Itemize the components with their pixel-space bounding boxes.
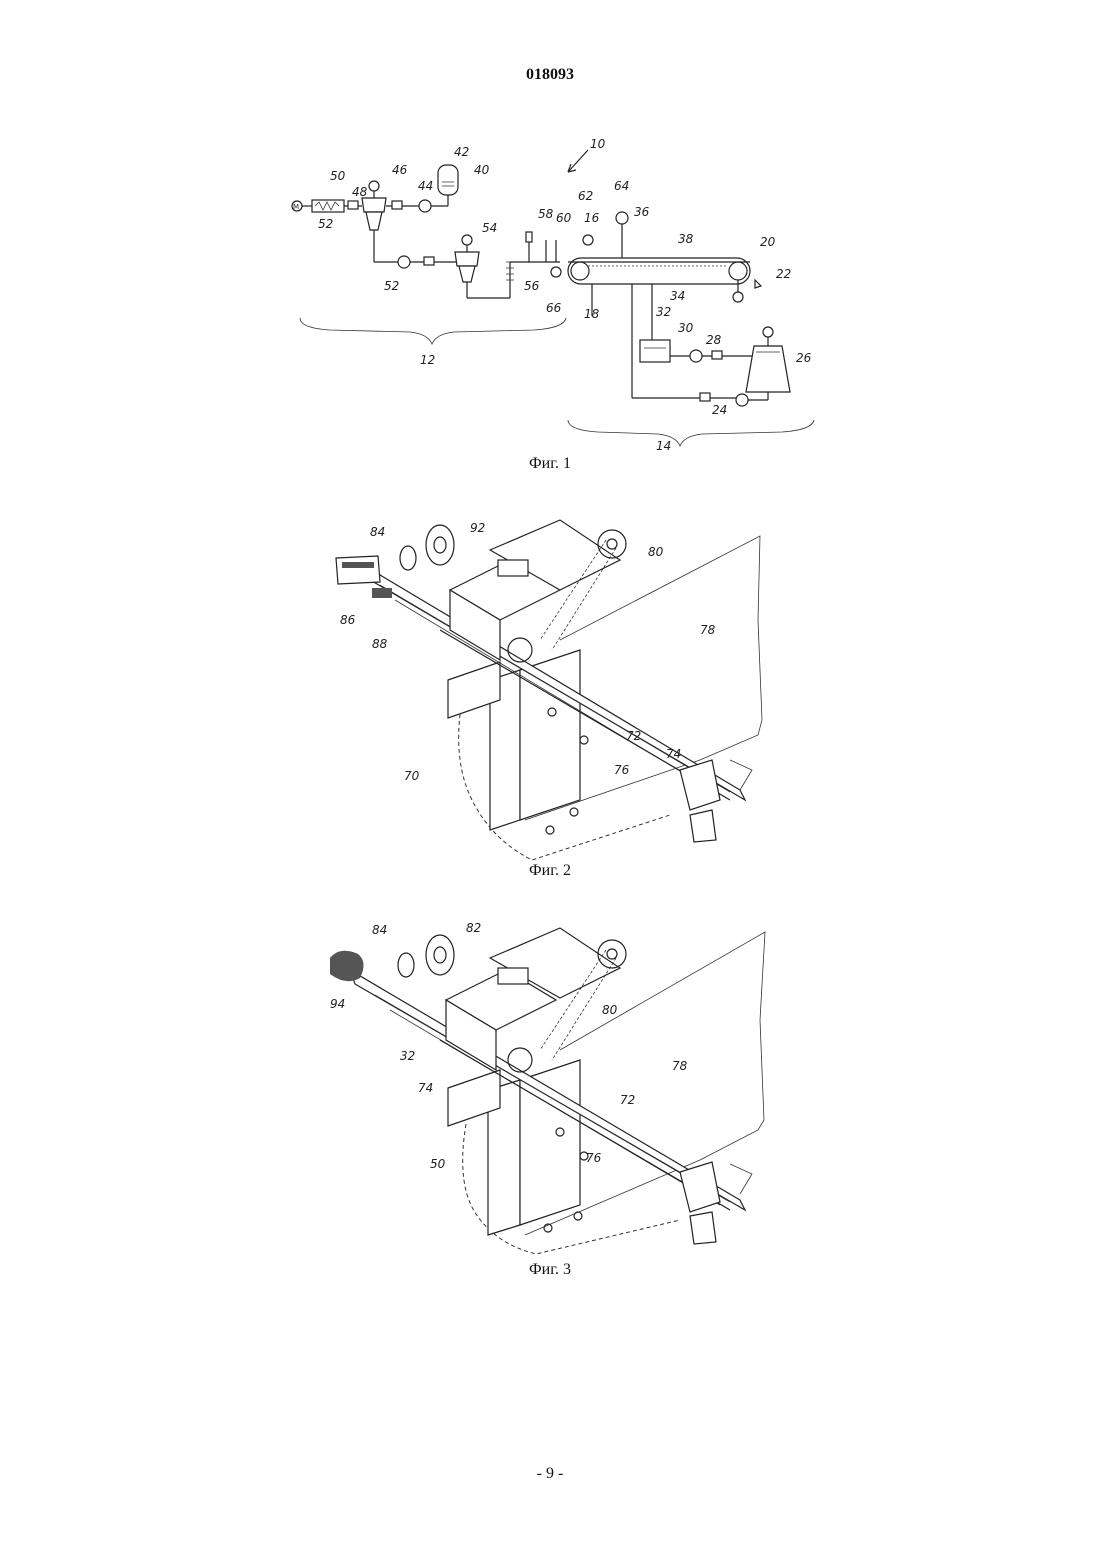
fig3-label: 50: [430, 1157, 446, 1171]
fig3-label: 74: [418, 1081, 433, 1095]
fig3-label: 94: [330, 997, 345, 1011]
fig3-label: 84: [372, 923, 387, 937]
fig3-label: 78: [672, 1059, 688, 1073]
fig3-label: 76: [586, 1151, 602, 1165]
fig3-label: 82: [466, 921, 481, 935]
page-number: - 9 -: [0, 1465, 1100, 1483]
fig3-label: 80: [602, 1003, 618, 1017]
fig3-label: 32: [400, 1049, 415, 1063]
figure-3-drawing: 84 82 94 80 32 74 78 72 76 50: [0, 0, 1100, 1300]
figure-3-caption: Фиг. 3: [0, 1261, 1100, 1279]
fig3-label: 72: [620, 1093, 635, 1107]
